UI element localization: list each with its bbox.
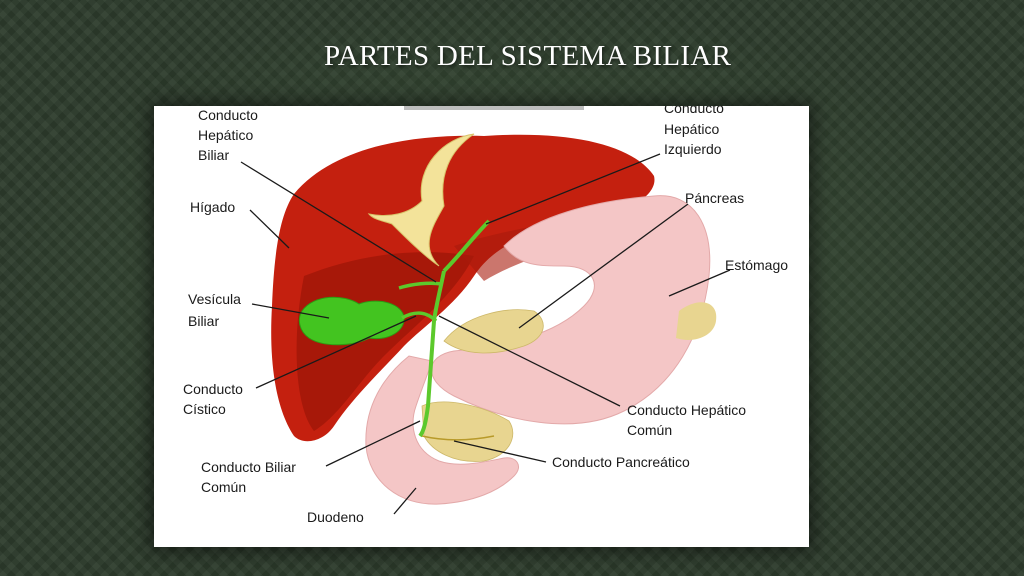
- stomach-shape: [431, 195, 711, 425]
- leader-vesicula-biliar: [251, 303, 330, 319]
- label-conducto-cistico: Conducto Cístico: [183, 381, 247, 417]
- leader-duodeno: [393, 487, 417, 515]
- label-conducto-hepatico-biliar: Conducto Hepático Biliar: [198, 107, 262, 163]
- label-pancreas: Páncreas: [685, 190, 744, 206]
- anatomy-illustration: Conducto Hepático Biliar Conducto Hepáti…: [183, 106, 788, 525]
- leader-estomago: [668, 269, 731, 297]
- left-hepatic-duct: [442, 219, 491, 273]
- label-conducto-hepatico-izquierdo: Conducto Hepático Izquierdo: [664, 106, 728, 157]
- leader-conducto-cistico: [255, 315, 417, 389]
- cropped-header-text: [404, 106, 584, 110]
- label-estomago: Estómago: [725, 257, 788, 273]
- leader-higado: [249, 209, 290, 249]
- common-hepatic-duct: [432, 270, 446, 322]
- duodenum-shape: [365, 355, 519, 505]
- leader-conducto-hepatico-biliar: [240, 161, 437, 283]
- label-conducto-pancreatico: Conducto Pancreático: [552, 454, 690, 470]
- common-bile-duct: [418, 320, 436, 438]
- right-hepatic-duct: [398, 281, 443, 290]
- liver-lower-shade: [296, 252, 474, 431]
- leader-conducto-pancreatico: [453, 440, 547, 463]
- pancreas-head: [421, 401, 514, 462]
- pancreatic-duct: [421, 435, 495, 441]
- leader-conducto-biliar-comun: [325, 420, 421, 467]
- leader-pancreas: [518, 203, 689, 329]
- label-vesicula-biliar: Vesícula Biliar: [188, 291, 245, 329]
- biliary-system-diagram: Conducto Hepático Biliar Conducto Hepáti…: [154, 106, 809, 547]
- leader-conducto-hepatico-comun: [438, 315, 621, 407]
- falciform-ligament: [367, 133, 475, 267]
- pancreas-body: [443, 309, 544, 354]
- label-higado: Hígado: [190, 199, 235, 215]
- leader-conducto-hepatico-izquierdo: [485, 153, 661, 225]
- label-conducto-biliar-comun: Conducto Biliar Común: [201, 459, 300, 495]
- pancreas-tail: [676, 302, 717, 341]
- label-duodeno: Duodeno: [307, 509, 364, 525]
- slide-title: PARTES DEL SISTEMA BILIAR: [324, 40, 732, 72]
- cystic-duct: [401, 311, 438, 323]
- label-conducto-hepatico-comun: Conducto Hepático Común: [627, 402, 750, 438]
